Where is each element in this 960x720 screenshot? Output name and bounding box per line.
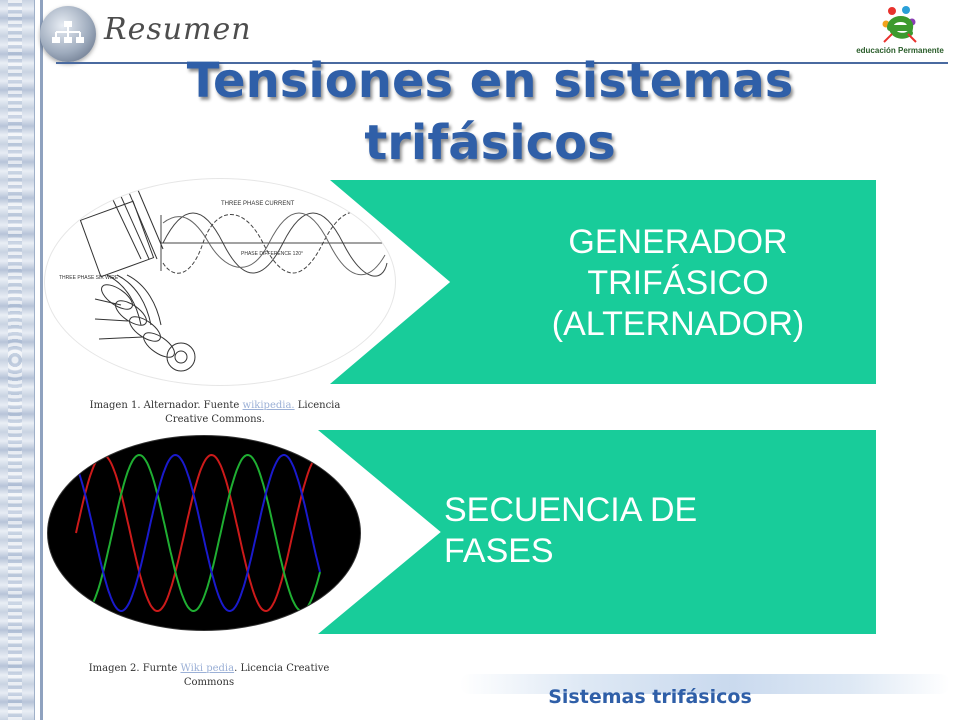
slide-title: Tensiones en sistemas trifásicos xyxy=(186,53,794,171)
image2-caption-license: . Licencia Creative Commons xyxy=(183,663,330,688)
diagram-heading: THREE PHASE CURRENT xyxy=(221,201,295,207)
diagram-phase-difference: PHASE DIFFERENCE 120° xyxy=(241,251,303,257)
image1-source-link[interactable]: wikipedia. xyxy=(242,400,295,411)
logo-text: educación Permanente xyxy=(856,46,944,55)
phase-blue-wave xyxy=(75,453,321,613)
logo-icon xyxy=(882,6,917,43)
image1-caption-license: Licencia Creative Commons. xyxy=(165,400,341,425)
footer-title: Sistemas trifásicos xyxy=(548,686,752,708)
phase-sequence-box-text: SECUENCIA DE FASES xyxy=(444,491,698,570)
educacion-permanente-logo: educación Permanente xyxy=(846,4,954,62)
generator-box: GENERADOR TRIFÁSICO (ALTERNADOR) xyxy=(330,180,876,384)
phase-waveform-image xyxy=(48,436,360,630)
left-divider-line xyxy=(40,0,43,720)
diagram-wire-label: THREE PHASE SIX WIRE xyxy=(59,275,119,281)
header-divider xyxy=(56,62,948,64)
phase-red-wave xyxy=(75,453,321,613)
footer-decoration xyxy=(460,674,950,694)
image1-caption: Imagen 1. Alternador. Fuente wikipedia. … xyxy=(80,399,350,427)
section-title: Resumen xyxy=(104,12,252,47)
phase-sequence-box: SECUENCIA DE FASES xyxy=(318,430,876,634)
left-decorative-border xyxy=(0,0,35,720)
org-chart-icon xyxy=(40,6,96,62)
image1-caption-text: Imagen 1. Alternador. Fuente xyxy=(89,400,243,411)
image2-source-link[interactable]: Wiki pedia xyxy=(180,663,235,674)
generator-box-text: GENERADOR TRIFÁSICO (ALTERNADOR) xyxy=(551,223,805,343)
image2-caption: Imagen 2. Furnte Wiki pedia. Licencia Cr… xyxy=(84,662,334,690)
image2-caption-text: Imagen 2. Furnte xyxy=(88,663,181,674)
phase-green-wave xyxy=(75,453,321,613)
alternator-image: THREE PHASE CURRENT PHASE DIFFERENCE 120… xyxy=(44,178,396,386)
